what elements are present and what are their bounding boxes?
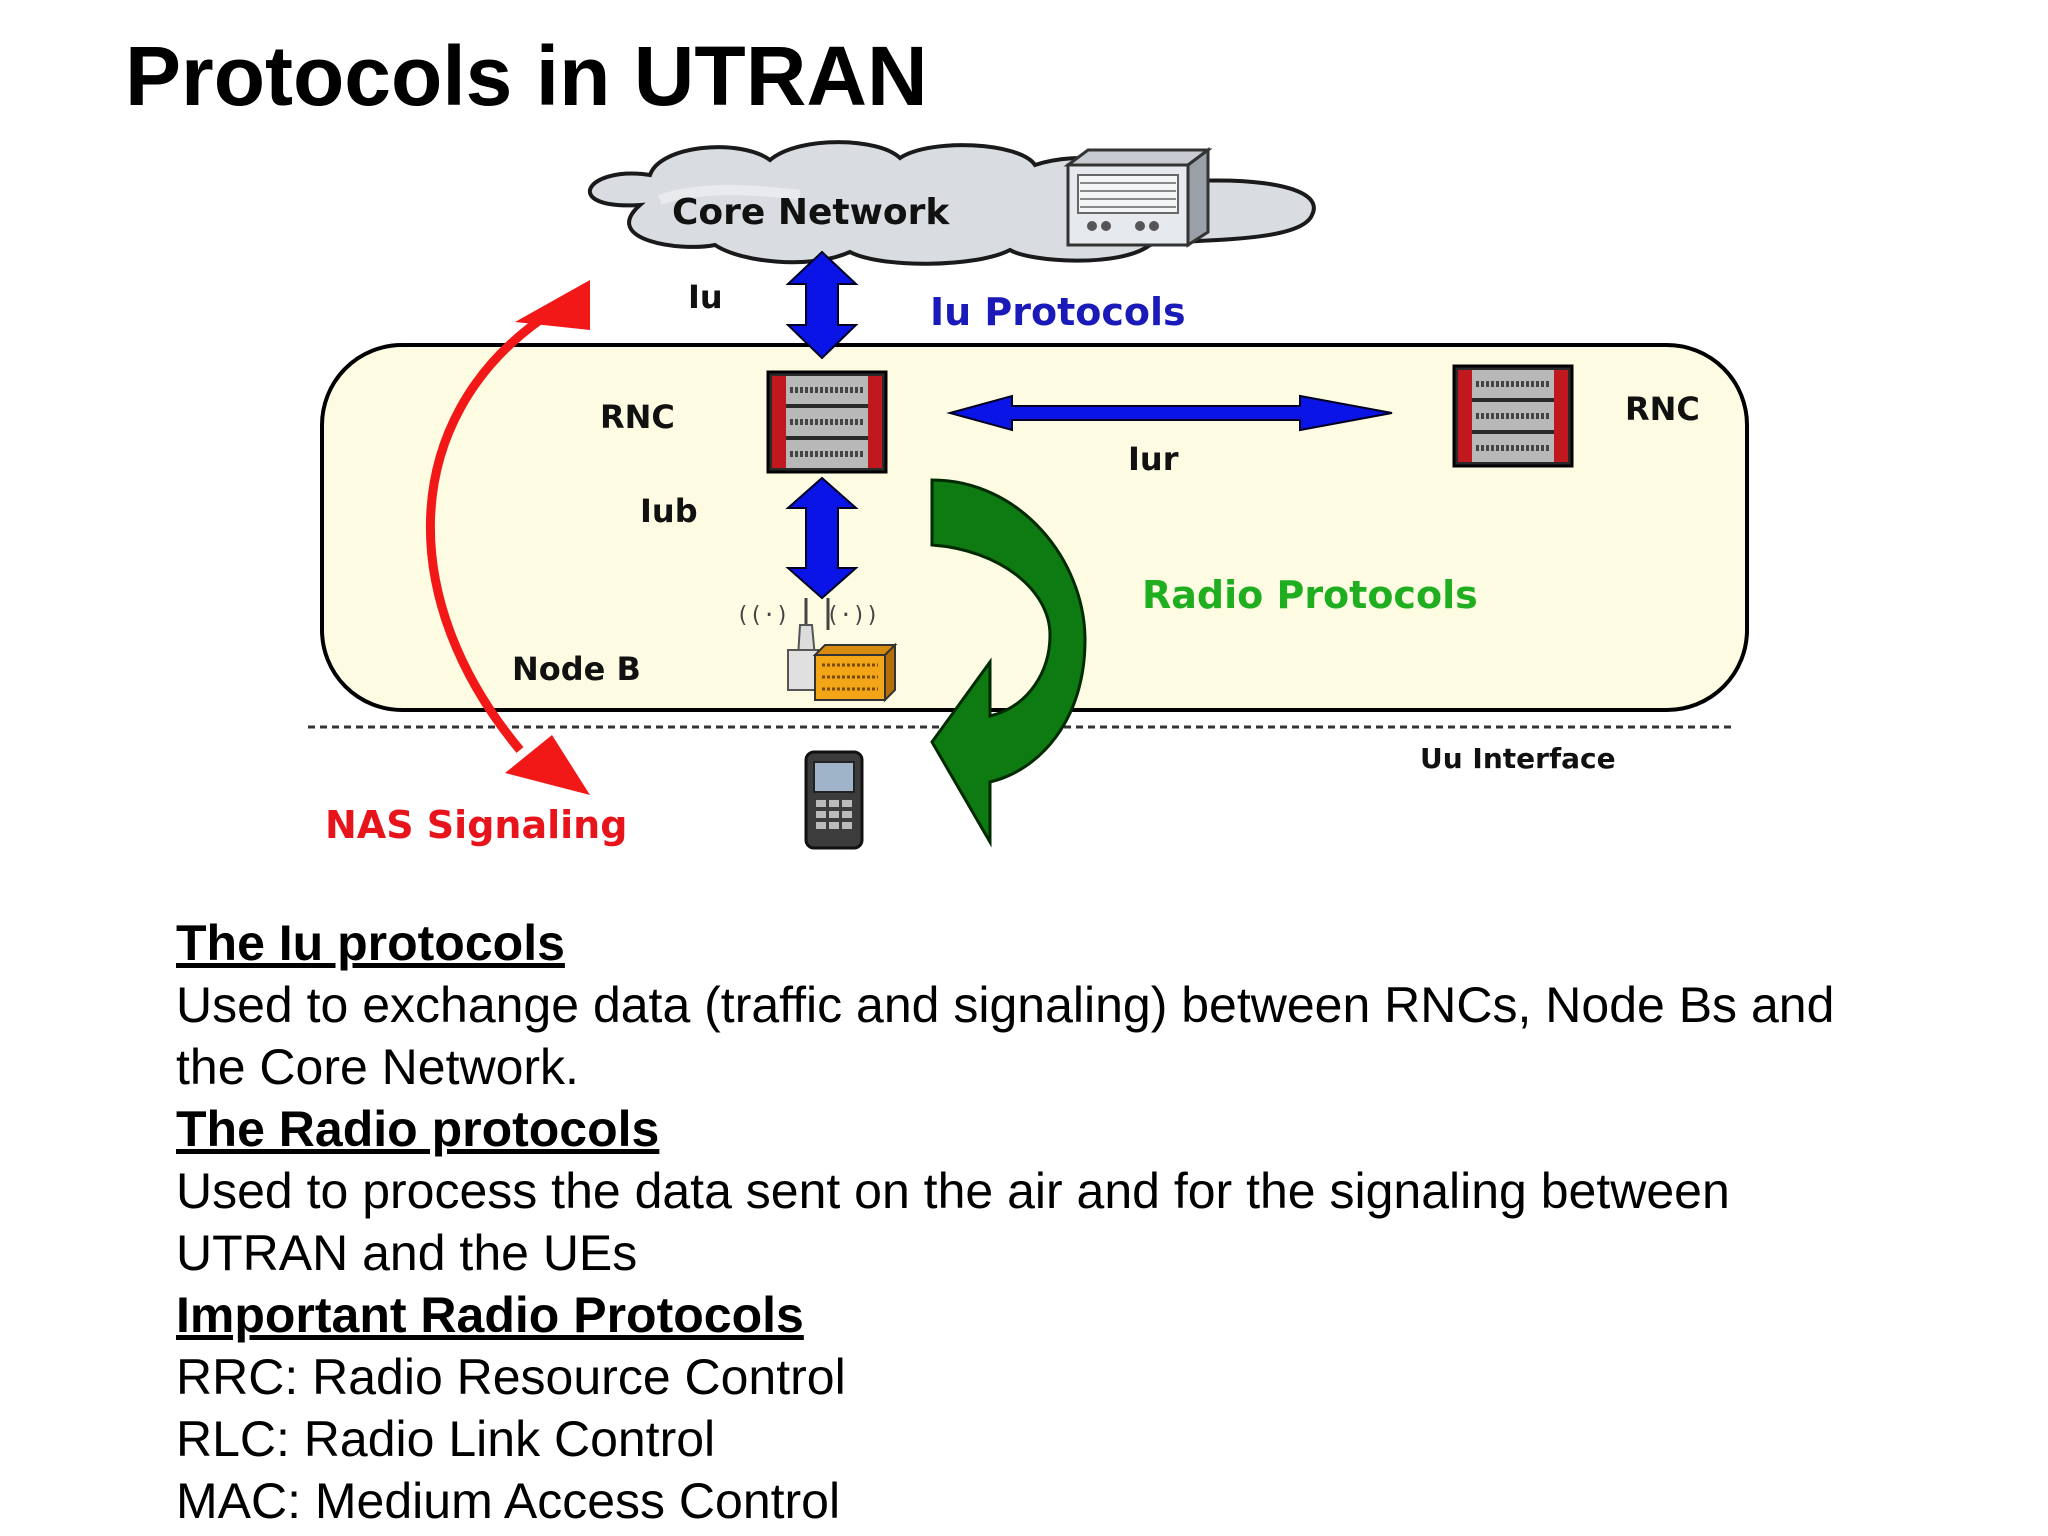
- slide-title: Protocols in UTRAN: [125, 29, 928, 123]
- section-line: Used to process the data sent on the air…: [176, 1163, 1730, 1219]
- iu-label: Iu: [688, 278, 723, 316]
- nas-signaling-label: NAS Signaling: [325, 803, 627, 847]
- rnc-left-icon: [766, 370, 888, 474]
- iub-arrow: [785, 476, 859, 600]
- iur-label: Iur: [1128, 440, 1179, 478]
- node-b-icon: ((·) (·)): [736, 598, 898, 703]
- iu-arrow: [785, 250, 859, 360]
- section-line: MAC: Medium Access Control: [176, 1473, 841, 1529]
- section-heading-radio: The Radio protocols: [176, 1101, 660, 1157]
- uu-interface-label: Uu Interface: [1420, 742, 1616, 775]
- core-network-server-icon: [1063, 147, 1213, 248]
- iub-label: Iub: [640, 492, 698, 530]
- section-line: the Core Network.: [176, 1039, 579, 1095]
- section-heading-important: Important Radio Protocols: [176, 1287, 804, 1343]
- iur-arrow: [946, 394, 1393, 432]
- section-heading-iu: The Iu protocols: [176, 915, 565, 971]
- nas-signaling-arrow: [426, 280, 590, 795]
- rnc-left-label: RNC: [600, 398, 675, 436]
- radio-protocols-label: Radio Protocols: [1142, 573, 1478, 617]
- rnc-right-label: RNC: [1625, 390, 1700, 428]
- section-line: UTRAN and the UEs: [176, 1225, 638, 1281]
- core-network-label: Core Network: [672, 192, 950, 233]
- radio-protocols-arrow: [930, 478, 1087, 848]
- section-line: Used to exchange data (traffic and signa…: [176, 977, 1835, 1033]
- svg-text:(·)): (·)): [826, 603, 879, 628]
- svg-text:((·): ((·): [736, 603, 789, 628]
- utran-diagram: Core Network Iu Iu Protocols RNC RNC Iur…: [308, 140, 1749, 850]
- node-b-label: Node B: [512, 650, 641, 688]
- body-text: The Iu protocols Used to exchange data (…: [176, 912, 1976, 1532]
- section-line: RLC: Radio Link Control: [176, 1411, 716, 1467]
- mobile-phone-icon: [804, 750, 864, 850]
- section-line: RRC: Radio Resource Control: [176, 1349, 846, 1405]
- rnc-right-icon: [1452, 364, 1574, 468]
- iu-protocols-label: Iu Protocols: [930, 290, 1186, 334]
